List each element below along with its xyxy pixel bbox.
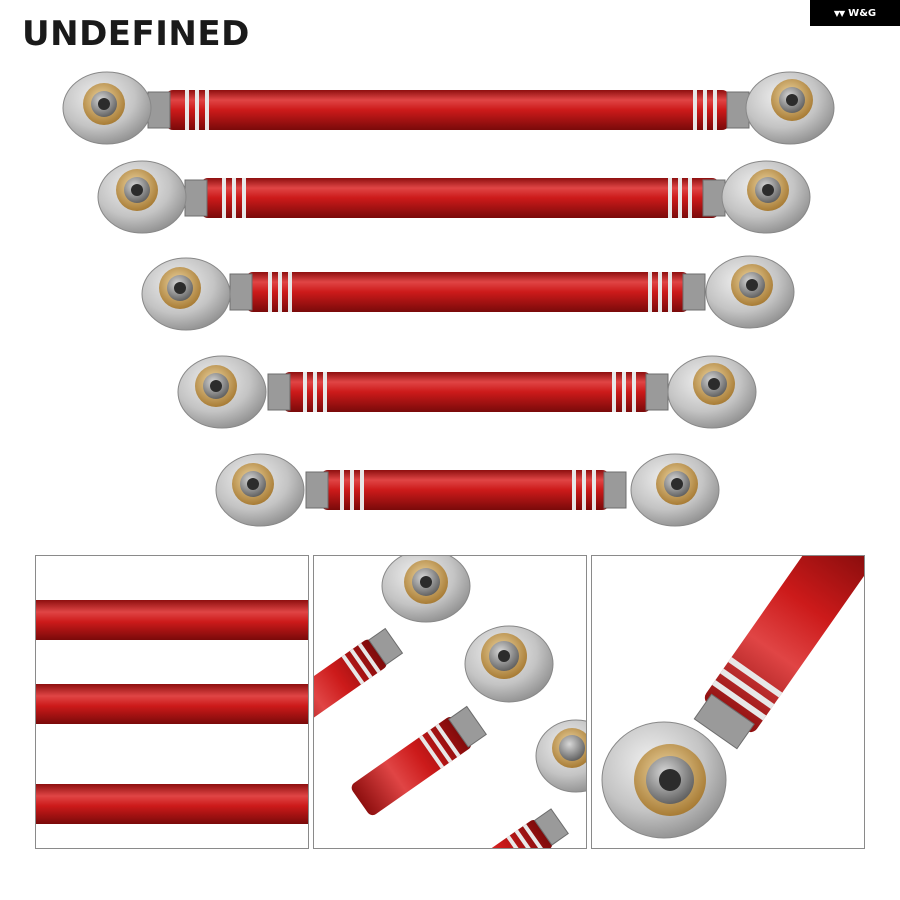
tie-rod-3: [141, 255, 795, 331]
brand-logo-badge: ▼▼ W&G: [810, 0, 900, 26]
detail-panel-rod-ends: [313, 555, 587, 849]
logo-text: W&G: [848, 7, 877, 19]
tie-rod-1: [62, 71, 835, 145]
tie-rod-5: [215, 453, 720, 527]
logo-mark-icon: ▼▼: [833, 8, 845, 18]
detail-panel-rods: [35, 555, 309, 849]
tie-rod-4: [177, 355, 757, 429]
main-product-photo: [62, 71, 835, 527]
tie-rod-2: [97, 160, 811, 234]
detail-panel-joint: [591, 555, 865, 849]
brand-title: UNDEFINED: [22, 14, 250, 54]
